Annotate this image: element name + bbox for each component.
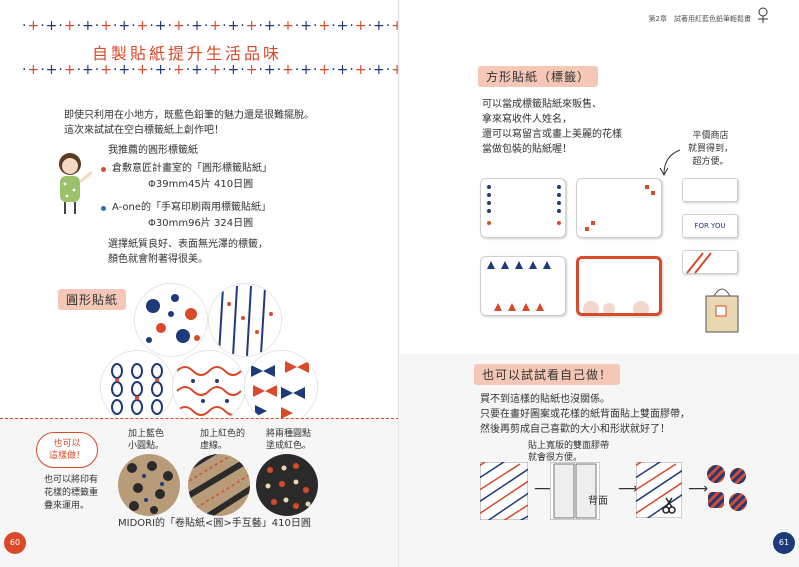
arrow-icon xyxy=(659,149,681,177)
cut-shapes xyxy=(707,465,747,511)
striped-paper xyxy=(480,462,528,520)
intro-text: 即使只利用在小地方，既藍色鉛筆的魅力還是很難擺脫。 這次來試試在空白標籤紙上創作… xyxy=(64,110,314,136)
shop-note: 平價商店 就買得到， 超方便。 xyxy=(688,131,734,167)
kraft-sticker-dots xyxy=(118,454,180,516)
tape-back xyxy=(550,462,600,520)
sticker-waves xyxy=(172,350,246,424)
sticker-chains xyxy=(100,350,174,424)
bullet-icon xyxy=(101,206,106,211)
kraft-sticker-stripes xyxy=(188,454,250,516)
section-label-diy: 也可以試試看自己做！ xyxy=(474,364,621,385)
recommend-label: 我推薦的圓形標籤紙 xyxy=(108,145,198,156)
dashed-divider xyxy=(0,418,399,419)
arrow-icon: ⟶ xyxy=(688,481,709,497)
product-caption: MIDORI的「卷貼紙<圓>手互藝」410日圓 xyxy=(118,518,311,529)
label-card xyxy=(480,178,566,238)
right-page: 第2章 試著用紅藍色鉛筆輕鬆畫 方形貼紙（標籤） 可以當成標籤貼紙來販售、 拿來… xyxy=(400,0,799,567)
small-sticker xyxy=(682,178,738,202)
item2-spec: Φ30mm96片 324日圓 xyxy=(148,218,254,229)
arrow-icon: ⟶ xyxy=(534,481,555,497)
sticker-dots xyxy=(134,283,208,357)
caption-blue-dots: 加上藍色 小圓點。 xyxy=(128,429,165,451)
book-spine xyxy=(398,0,400,567)
back-label: 背面 xyxy=(588,496,608,507)
small-sticker xyxy=(682,250,738,274)
mascot-icon xyxy=(758,7,768,23)
section1-text: 可以當成標籤貼紙來販售、 拿來寫收件人姓名， 還可以寫留言或畫上美麗的花樣 當做… xyxy=(482,99,622,155)
tip-note: 也可以將印有 花樣的標籤重 疊來運用。 xyxy=(44,475,99,511)
sticker-stripes xyxy=(208,283,282,357)
section2-text: 買不到這樣的貼紙也沒關係。 只要在畫好圖案或花樣的紙背面貼上雙面膠帶， 然後再剪… xyxy=(480,394,690,435)
page-number: 61 xyxy=(773,532,795,554)
chapter-header: 第2章 試著用紅藍色鉛筆輕鬆畫 xyxy=(648,15,751,23)
caption-red-dots: 將兩種圓點 塗成紅色。 xyxy=(266,429,312,451)
label-card xyxy=(576,256,662,317)
caption-red-dashes: 加上紅色的 虛線。 xyxy=(200,429,246,451)
diy-background xyxy=(400,354,799,567)
page-number: 60 xyxy=(4,532,26,554)
item1-name: 倉敷意匠計畫室的「圓形標籤貼紙」 xyxy=(112,163,272,174)
striped-paper-cut xyxy=(636,462,682,518)
label-card xyxy=(480,256,566,316)
left-page: ·+·+·+·+·+·+·+·+·+·+·+·+·+·+·+·+·+·+·+·+… xyxy=(0,0,494,567)
tape-note: 貼上寬版的雙面膠帶 就會很方便。 xyxy=(528,441,610,463)
item2-name: A-one的「手寫印刷兩用標籤貼紙」 xyxy=(112,202,272,213)
item-note: 選擇紙質良好、表面無光澤的標籤， 顏色就會附著得很美。 xyxy=(108,239,268,265)
section-label-round: 圓形貼紙 xyxy=(58,289,127,310)
black-sticker-dots xyxy=(256,454,318,516)
gift-tag: FOR YOU xyxy=(682,214,738,238)
arrow-icon: ⟶ xyxy=(618,481,639,497)
bullet-icon xyxy=(101,167,106,172)
girl-illustration xyxy=(59,153,92,214)
section-label-square: 方形貼紙（標籤） xyxy=(478,66,599,87)
label-card xyxy=(576,178,662,238)
shopping-bag-icon xyxy=(705,288,739,333)
tip-bubble: 也可以 這樣做！ xyxy=(36,432,98,468)
item1-spec: Φ39mm45片 410日圓 xyxy=(148,179,254,190)
page-title: 自製貼紙提升生活品味 xyxy=(91,44,282,63)
sticker-bows xyxy=(244,350,318,424)
